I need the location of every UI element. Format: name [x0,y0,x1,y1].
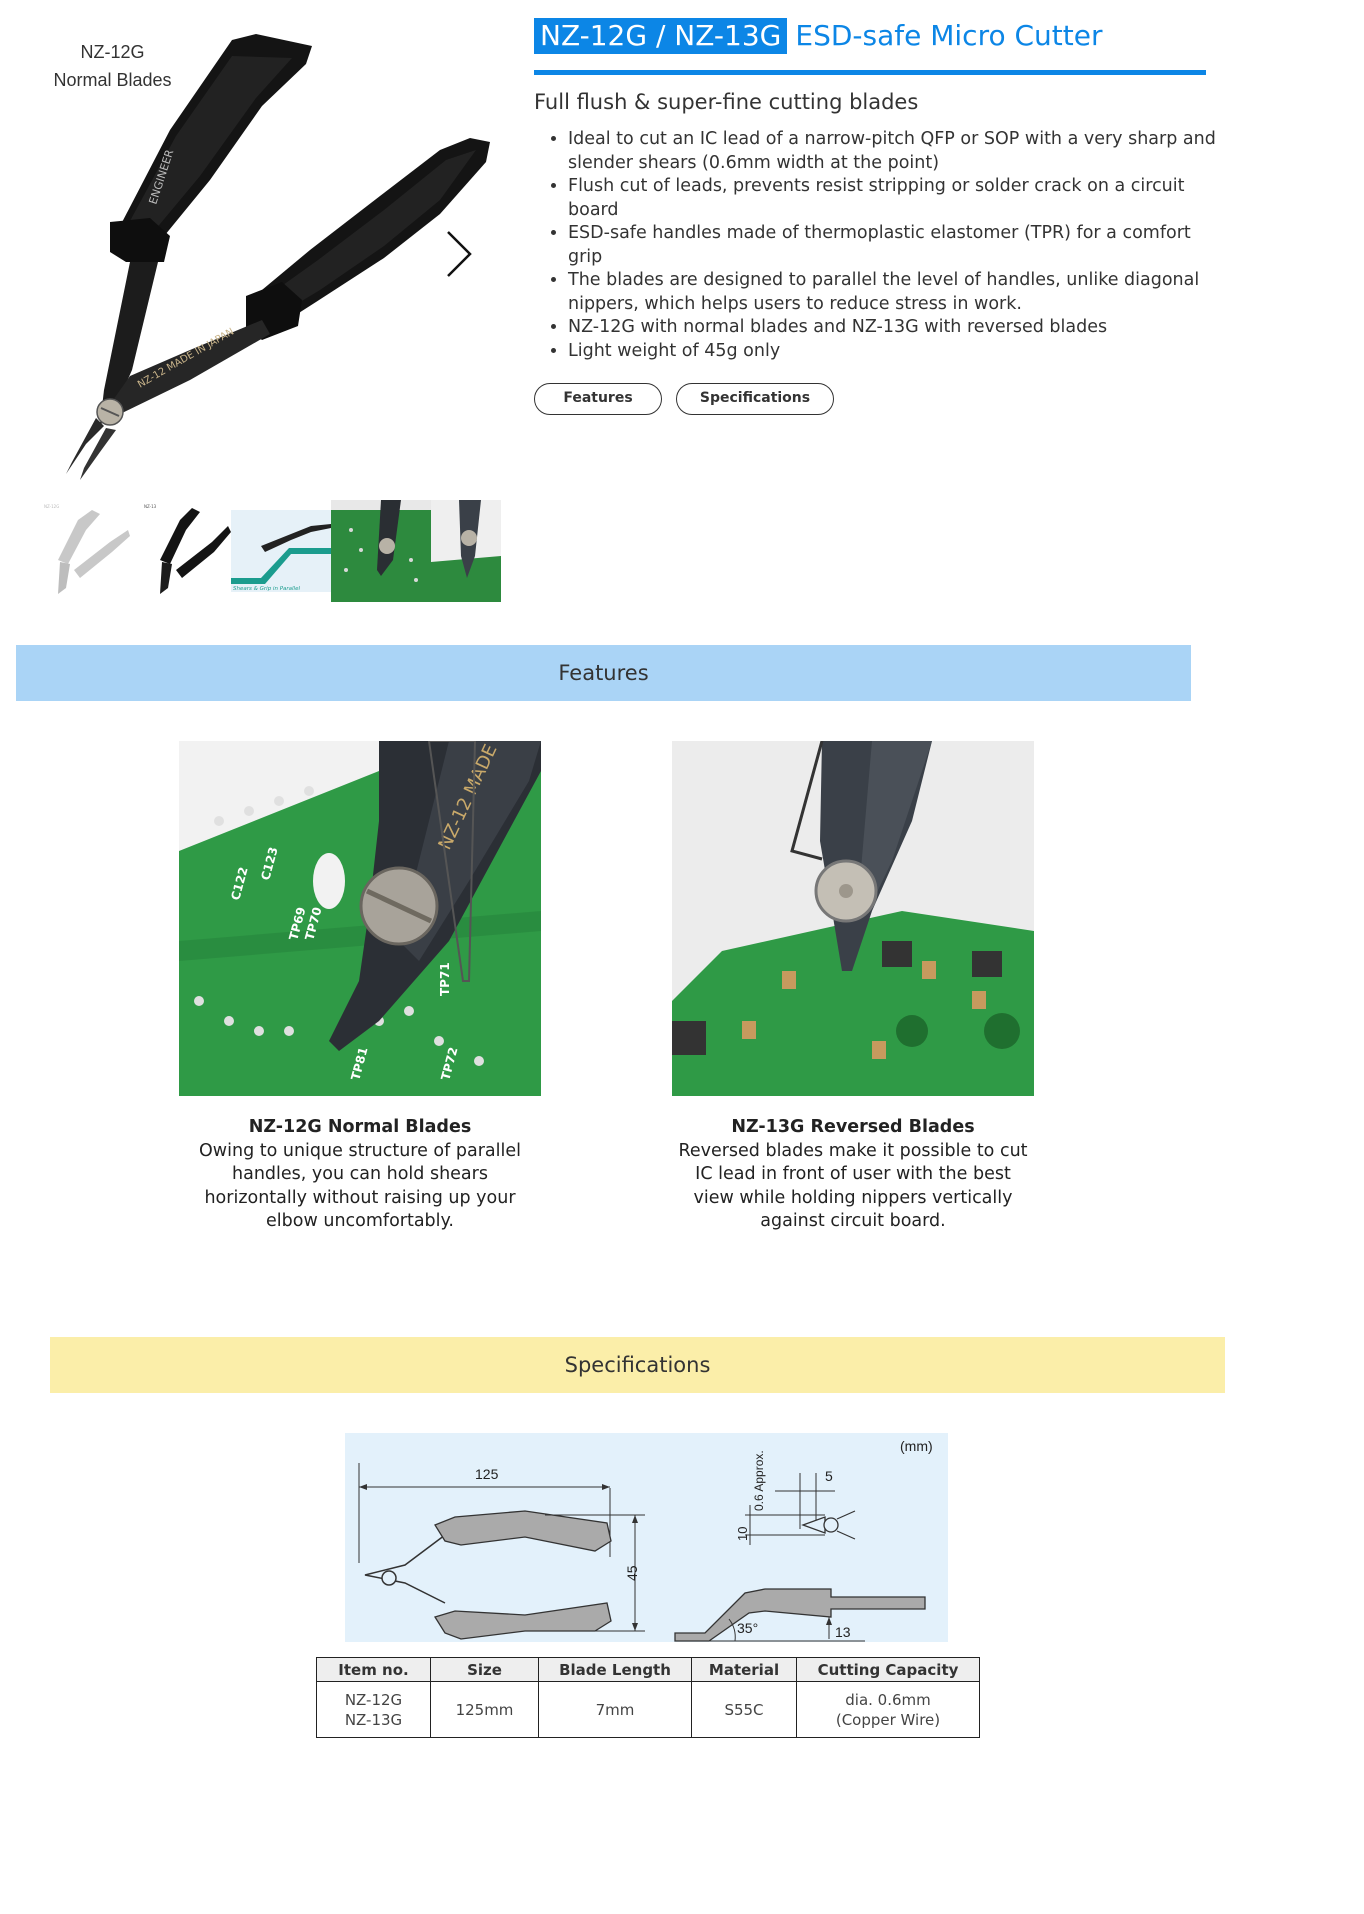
cutter-faded-thumbnail: NZ-12G [30,500,130,602]
next-image-button[interactable] [440,226,476,282]
svg-text:13: 13 [835,1624,851,1640]
bullet-item: Ideal to cut an IC lead of a narrow-pitc… [568,128,1228,175]
thumbnail-1[interactable]: NZ-12G [30,500,130,602]
material-cell: S55C [691,1681,797,1738]
product-title: NZ-12G / NZ-13G ESD-safe Micro Cutter [534,18,1103,54]
bullet-item: ESD-safe handles made of thermoplastic e… [568,222,1228,269]
bullet-item: Light weight of 45g only [568,340,1228,364]
svg-text:45: 45 [624,1565,640,1581]
blade-length-cell: 7mm [538,1681,692,1738]
section-jump-buttons: Features Specifications [534,383,834,415]
chevron-right-icon [447,231,472,277]
feature-title: NZ-13G Reversed Blades [731,1117,975,1137]
svg-text:0.6 Approx.: 0.6 Approx. [752,1450,766,1511]
svg-text:Shears & Grip in Parallel: Shears & Grip in Parallel [233,586,300,592]
model-badge: NZ-12G / NZ-13G [534,18,788,54]
table-row: NZ-12G NZ-13G 125mm 7mm S55C dia. 0.6mm … [316,1681,980,1738]
svg-text:10: 10 [735,1527,750,1541]
pcb-cutting-thumbnail [331,500,431,602]
feature-description: Reversed blades make it possible to cut … [678,1140,1028,1232]
bullet-item: The blades are designed to parallel the … [568,269,1228,316]
column-header: Blade Length [538,1657,692,1682]
reversed-blades-pcb-photo [672,741,1034,1096]
thumbnail-4[interactable] [331,500,431,602]
specifications-button[interactable]: Specifications [676,383,834,415]
features-section-header: Features [16,645,1191,701]
column-header: Material [691,1657,797,1682]
thumbnail-strip: NZ-12G NZ-13 Shears & Grip in Parallel [30,500,501,602]
main-image-label: NZ-12G Normal Blades [53,42,172,90]
thumbnail-5[interactable] [431,500,501,602]
feature-description: Owing to unique structure of parallel ha… [199,1140,521,1232]
thumbnail-2[interactable]: NZ-13 [130,500,231,602]
feature-title: NZ-12G Normal Blades [248,1117,472,1137]
dimension-diagram: (mm) 125 45 0.6 Approx. 5 10 [345,1433,948,1642]
size-cell: 125mm [430,1681,539,1738]
title-divider [534,70,1206,75]
bullet-item: Flush cut of leads, prevents resist stri… [568,175,1228,222]
svg-text:TP71: TP71 [438,962,452,996]
cutter-reversed-thumbnail: NZ-13 [130,500,231,602]
product-main-image: ENGINEER NZ-12 MADE IN JAPAN NZ-12G Norm… [0,0,520,490]
parallel-diagram-thumbnail: Shears & Grip in Parallel [231,500,331,602]
column-header: Size [430,1657,539,1682]
product-subtitle: Full flush & super-fine cutting blades [534,90,919,114]
svg-text:NZ-13: NZ-13 [144,504,157,509]
item-no-cell: NZ-12G NZ-13G [316,1681,431,1738]
micro-cutter-photo: ENGINEER NZ-12 MADE IN JAPAN [66,34,490,480]
normal-blades-pcb-photo: TP69 TP70 C122 C123 TP77 TP71 TP72 TP81 … [179,741,541,1096]
features-button[interactable]: Features [534,383,662,415]
feature-card-reversed-blades: NZ-13G Reversed Blades Reversed blades m… [672,741,1034,1234]
column-header: Item no. [316,1657,431,1682]
svg-text:125: 125 [475,1466,499,1482]
cutting-capacity-cell: dia. 0.6mm (Copper Wire) [796,1681,980,1738]
feature-card-normal-blades: TP69 TP70 C122 C123 TP77 TP71 TP72 TP81 … [179,741,541,1234]
bullet-item: NZ-12G with normal blades and NZ-13G wit… [568,316,1228,340]
feature-bullet-list: Ideal to cut an IC lead of a narrow-pitc… [568,128,1228,363]
svg-text:35°: 35° [737,1620,758,1636]
thumbnail-3[interactable]: Shears & Grip in Parallel [231,500,331,602]
specifications-section-header: Specifications [50,1337,1225,1393]
specifications-table: Item no. Size Blade Length Material Cutt… [316,1657,980,1738]
product-name: ESD-safe Micro Cutter [795,19,1103,52]
pcb-vertical-cutting-thumbnail [431,500,501,602]
table-header-row: Item no. Size Blade Length Material Cutt… [316,1657,980,1682]
svg-text:(mm): (mm) [900,1438,933,1454]
column-header: Cutting Capacity [796,1657,980,1682]
svg-text:5: 5 [825,1468,833,1484]
svg-text:NZ-12G: NZ-12G [44,504,59,509]
